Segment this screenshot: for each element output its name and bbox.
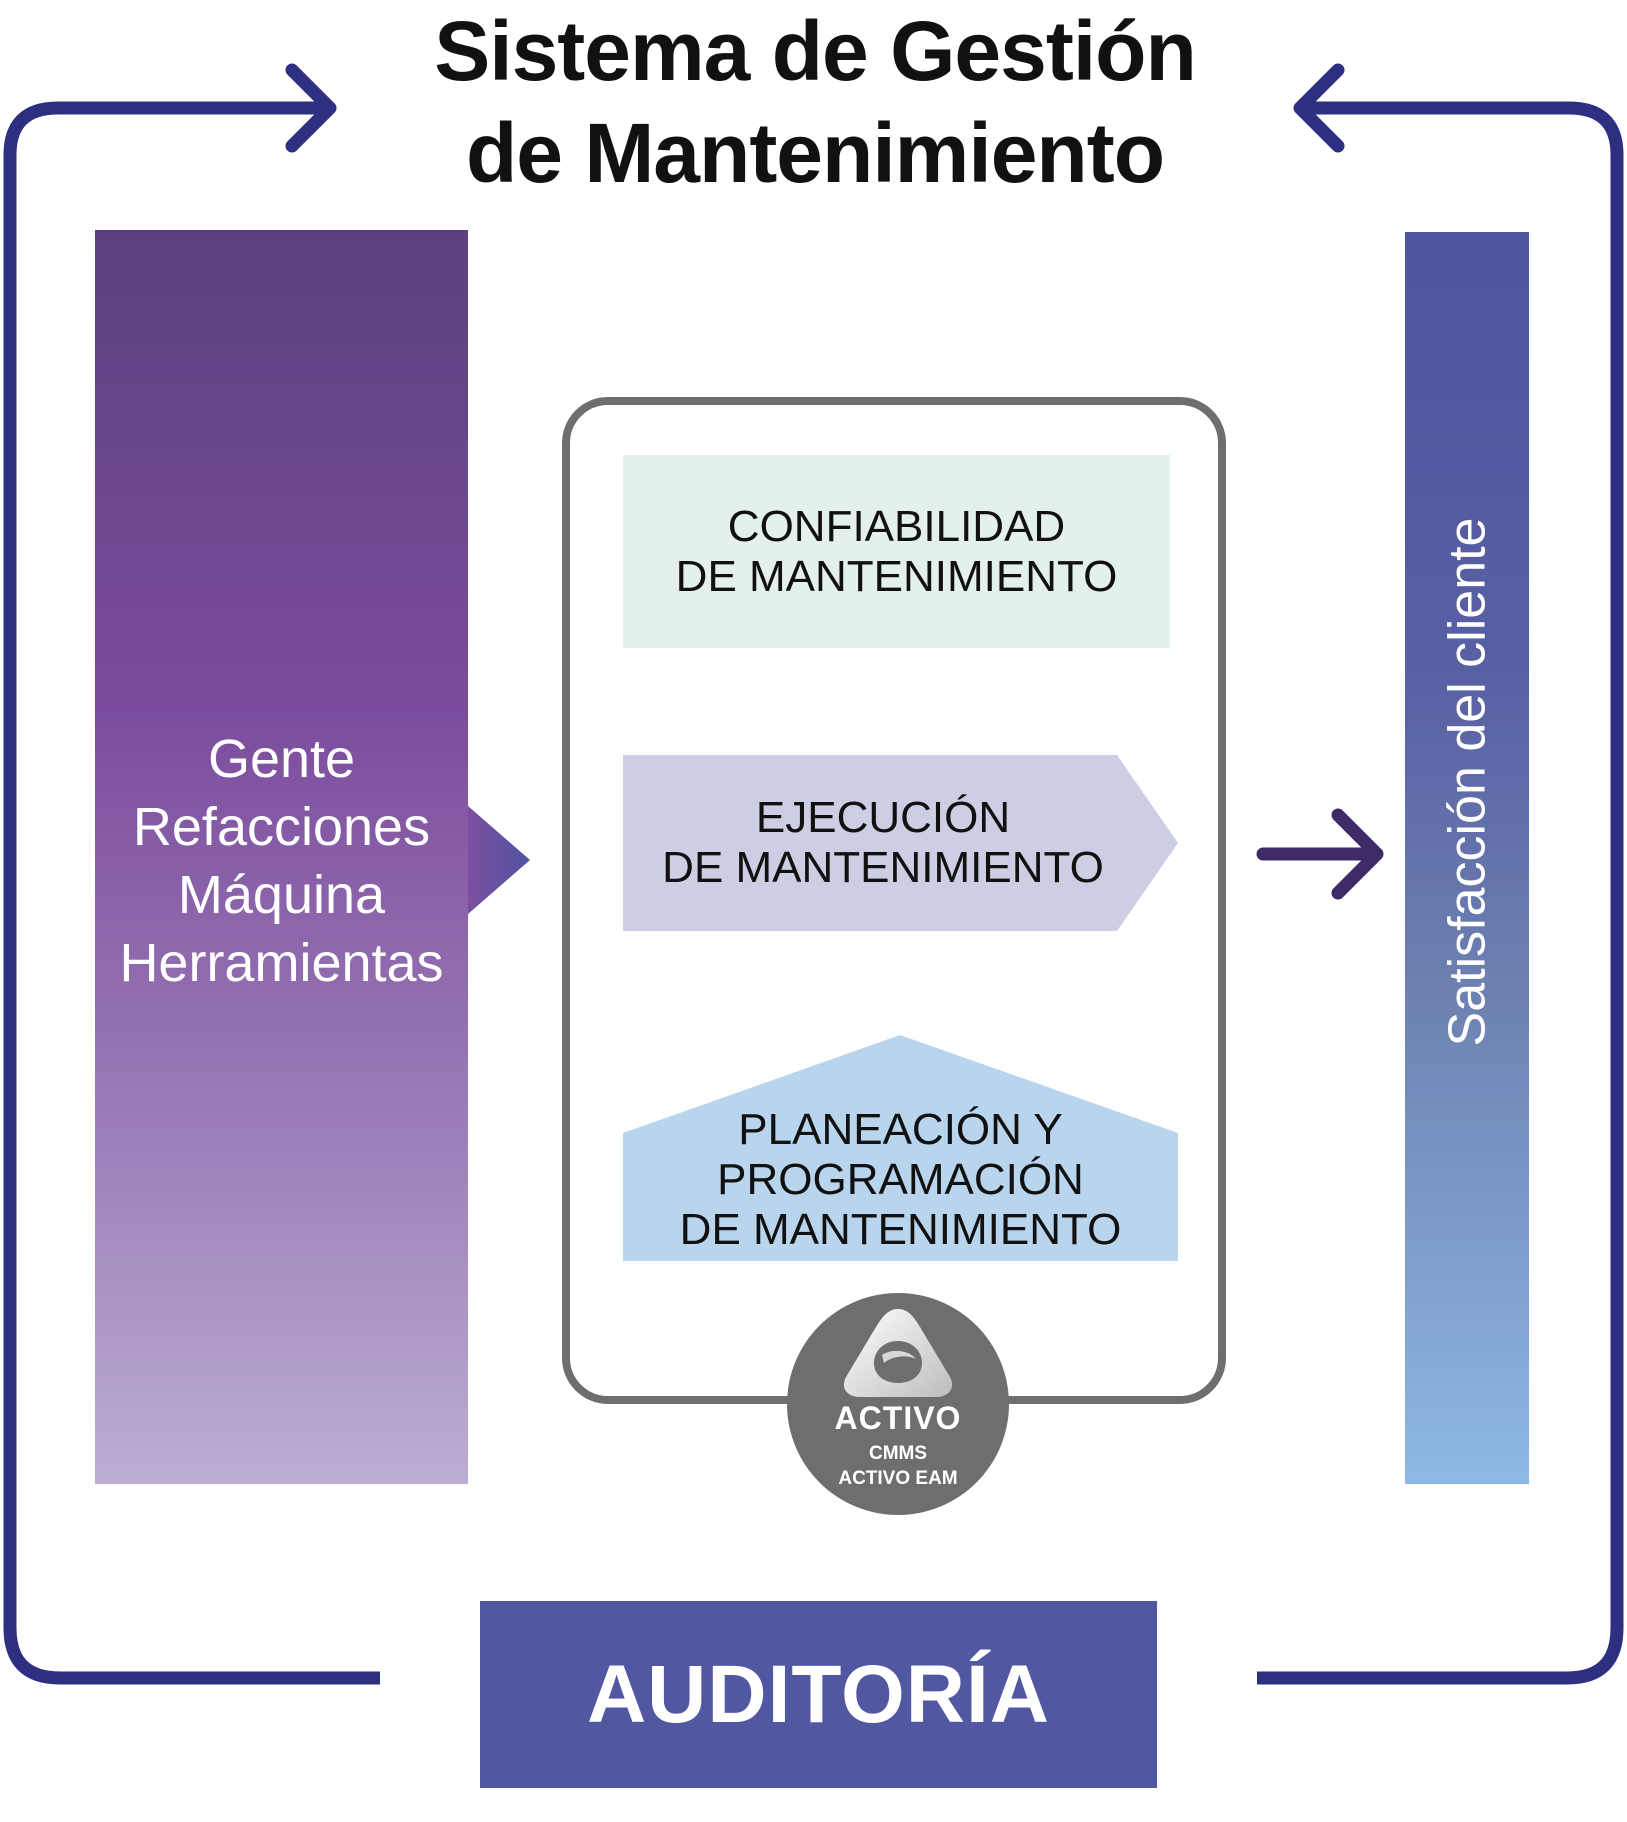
planning-box: PLANEACIÓN Y PROGRAMACIÓN DE MANTENIMIEN… — [623, 1100, 1178, 1260]
input-chevron — [468, 806, 530, 914]
loop-left-arrowhead — [285, 63, 337, 153]
audit-label: AUDITORÍA — [586, 1648, 1051, 1740]
logo-name: ACTIVO — [834, 1400, 962, 1436]
execution-line-2: DE MANTENIMIENTO — [662, 843, 1104, 892]
logo-subtitle: CMMS ACTIVO EAM — [787, 1441, 1009, 1491]
resources-column — [95, 230, 468, 1484]
resource-item: Gente — [207, 729, 356, 789]
reliability-line-1: CONFIABILIDAD — [727, 501, 1066, 551]
title-line-2: de Mantenimiento — [465, 106, 1165, 200]
customer-satisfaction-label: Satisfacción del cliente — [1438, 517, 1496, 1047]
reliability-box: CONFIABILIDAD DE MANTENIMIENTO — [623, 455, 1170, 648]
customer-satisfaction-label-wrap: Satisfacción del cliente — [1406, 232, 1528, 1332]
planning-box-shape — [623, 1035, 1178, 1261]
planning-line-3: DE MANTENIMIENTO — [679, 1205, 1122, 1254]
loop-left-line — [3, 101, 380, 1685]
resource-item: Refacciones — [132, 797, 431, 857]
activo-logo-icon — [843, 1309, 953, 1397]
title-line-1: Sistema de Gestión — [434, 4, 1197, 98]
planning-line-1: PLANEACIÓN Y — [738, 1105, 1063, 1154]
resource-item: Máquina — [177, 865, 386, 925]
diagram-title: Sistema de Gestión de Mantenimiento — [300, 0, 1330, 204]
planning-line-2: PROGRAMACIÓN — [717, 1155, 1084, 1204]
resource-item: Herramientas — [119, 933, 444, 993]
loop-right-arrowhead — [1293, 63, 1345, 153]
execution-line-1: EJECUCIÓN — [755, 793, 1011, 842]
reliability-line-2: DE MANTENIMIENTO — [675, 551, 1118, 601]
customer-satisfaction-column — [1405, 232, 1529, 1484]
loop-right-line — [1257, 101, 1624, 1685]
audit-box: AUDITORÍA — [480, 1601, 1157, 1788]
output-arrowhead — [1331, 808, 1384, 900]
logo-sub-1: CMMS — [868, 1443, 928, 1464]
execution-box-shape — [623, 755, 1178, 931]
resources-list: Gente Refacciones Máquina Herramientas — [95, 725, 468, 997]
execution-box: EJECUCIÓN DE MANTENIMIENTO — [623, 755, 1143, 931]
logo-sub-2: ACTIVO EAM — [838, 1468, 958, 1489]
